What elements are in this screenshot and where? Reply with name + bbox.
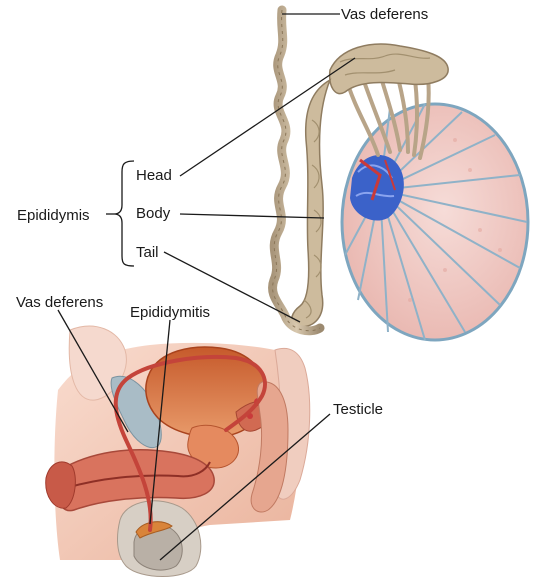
- label-testicle: Testicle: [333, 402, 383, 417]
- label-head: Head: [136, 168, 172, 183]
- epididymis-brace: [114, 161, 134, 266]
- leader-head: [180, 58, 355, 176]
- leader-body: [180, 214, 324, 218]
- glans: [46, 462, 76, 508]
- label-tail: Tail: [136, 245, 159, 260]
- pelvic-cross-section: [46, 326, 310, 576]
- label-epididymis: Epididymis: [17, 208, 90, 223]
- epididymis-body-tail: [292, 80, 330, 327]
- testis-epididymis-detail: [273, 10, 528, 340]
- label-epididymitis: Epididymitis: [130, 305, 210, 320]
- label-body: Body: [136, 206, 170, 221]
- label-vas-deferens-top: Vas deferens: [341, 7, 428, 22]
- label-vas-deferens-bottom: Vas deferens: [16, 295, 103, 310]
